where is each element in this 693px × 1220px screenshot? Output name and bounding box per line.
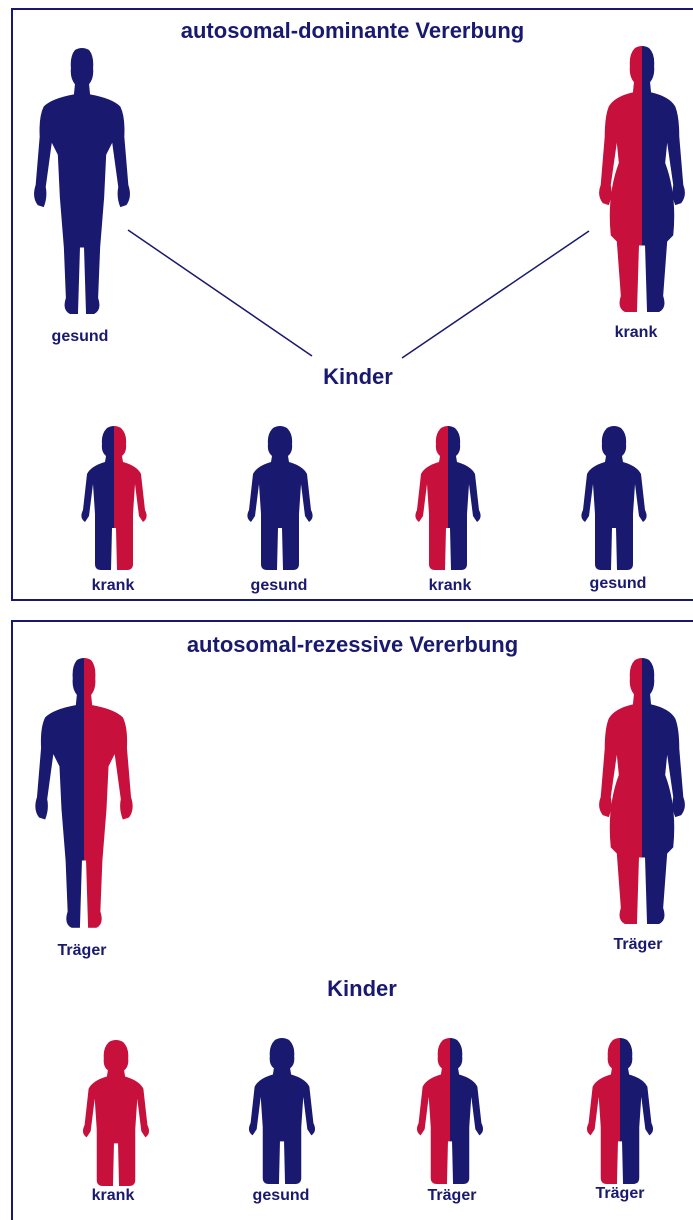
mother-figure-2 <box>596 656 688 928</box>
child-label-1-2: gesund <box>251 577 308 595</box>
child-figure-1-1 <box>78 424 150 572</box>
child-figure-1-2 <box>244 424 316 572</box>
child-label-1-4: gesund <box>590 575 647 593</box>
child-icon <box>412 424 484 572</box>
mother-label-2: Träger <box>614 936 663 954</box>
child-figure-2-1 <box>80 1038 152 1188</box>
female-adult-icon <box>596 656 688 928</box>
child-icon <box>78 424 150 572</box>
child-label-2-4: Träger <box>596 1185 645 1203</box>
father-label-2: Träger <box>58 942 107 960</box>
child-icon <box>244 424 316 572</box>
child-figure-2-3 <box>414 1036 486 1186</box>
male-adult-icon <box>32 656 136 932</box>
child-label-2-2: gesund <box>253 1187 310 1205</box>
child-icon <box>584 1036 656 1186</box>
child-label-1-1: krank <box>92 577 135 595</box>
child-label-2-3: Träger <box>428 1187 477 1205</box>
mother-figure-1 <box>596 44 688 316</box>
panel-title-dominant: autosomal-dominante Vererbung <box>0 18 693 44</box>
child-figure-2-2 <box>246 1036 318 1186</box>
children-label-1: Kinder <box>323 364 393 390</box>
child-figure-1-3 <box>412 424 484 572</box>
child-icon <box>414 1036 486 1186</box>
child-icon <box>80 1038 152 1188</box>
child-icon <box>578 424 650 572</box>
mother-label-1: krank <box>615 324 658 342</box>
child-figure-2-4 <box>584 1036 656 1186</box>
panel-title-recessive: autosomal-rezessive Vererbung <box>0 632 693 658</box>
male-adult-icon <box>30 46 134 318</box>
child-icon <box>246 1036 318 1186</box>
child-label-2-1: krank <box>92 1187 135 1205</box>
father-label-1: gesund <box>52 328 109 346</box>
child-label-1-3: krank <box>429 577 472 595</box>
female-adult-icon <box>596 44 688 316</box>
father-figure-2 <box>32 656 136 932</box>
father-figure-1 <box>30 46 134 318</box>
child-figure-1-4 <box>578 424 650 572</box>
children-label-2: Kinder <box>327 976 397 1002</box>
